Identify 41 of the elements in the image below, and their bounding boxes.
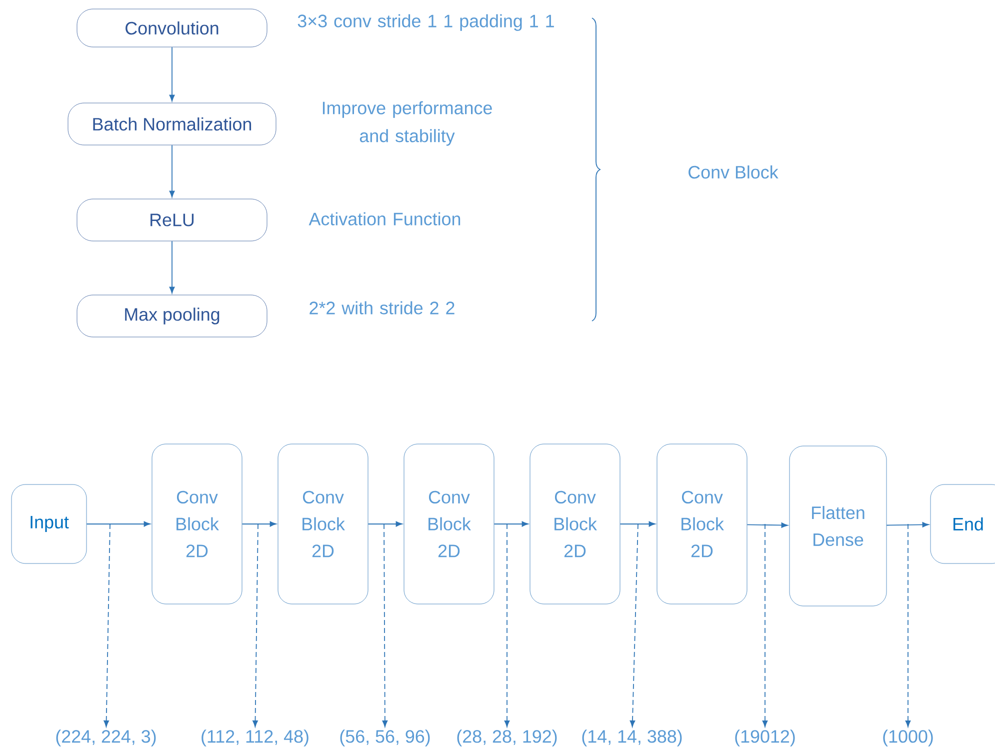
arrow	[169, 144, 175, 198]
arrow	[368, 521, 402, 527]
layer-box: Conv Block 2D	[656, 444, 748, 604]
description: 3×3 conv stride 1 1 padding 1 1	[298, 14, 554, 31]
shape-label: (112, 112, 48)	[202, 730, 308, 746]
shape-label: (56, 56, 96)	[340, 730, 430, 746]
dashed-arrow	[382, 524, 388, 728]
dashed-arrow	[104, 524, 110, 728]
terminal-box: Input	[11, 484, 87, 564]
arrow	[620, 521, 656, 527]
arrow	[746, 522, 788, 528]
process-box: Batch Normalization	[68, 102, 276, 146]
terminal-box: End	[930, 484, 995, 564]
arrow	[886, 522, 929, 528]
arrow	[242, 521, 276, 527]
process-box: Max pooling	[76, 294, 268, 338]
process-box: Convolution	[76, 8, 268, 48]
description: Improve performance and stability	[322, 101, 492, 146]
layer-box: Conv Block 2D	[152, 444, 242, 604]
arrow	[169, 46, 175, 102]
dashed-arrow	[905, 524, 911, 728]
shape-label: (1000)	[883, 730, 933, 746]
layer-box: Conv Block 2D	[404, 444, 494, 604]
dashed-arrow	[762, 524, 768, 728]
dashed-arrow	[630, 524, 638, 728]
layer-box: Flatten Dense	[789, 446, 887, 606]
shape-label: (224, 224, 3)	[56, 730, 156, 746]
layer-box: Conv Block 2D	[278, 444, 368, 604]
shape-label: (28, 28, 192)	[457, 730, 557, 746]
description: 2*2 with stride 2 2	[310, 301, 454, 314]
shape-label: (19012)	[735, 730, 795, 746]
dashed-arrow	[252, 524, 258, 728]
shape-label: (14, 14, 388)	[582, 730, 682, 746]
description: Activation Function	[308, 212, 460, 226]
arrow	[86, 521, 150, 527]
arrow	[494, 521, 528, 527]
layer-box: Conv Block 2D	[530, 444, 620, 604]
arrow	[169, 240, 175, 294]
process-box: ReLU	[76, 198, 268, 242]
group-label: Conv Block	[688, 165, 778, 179]
dashed-arrow	[504, 524, 510, 728]
